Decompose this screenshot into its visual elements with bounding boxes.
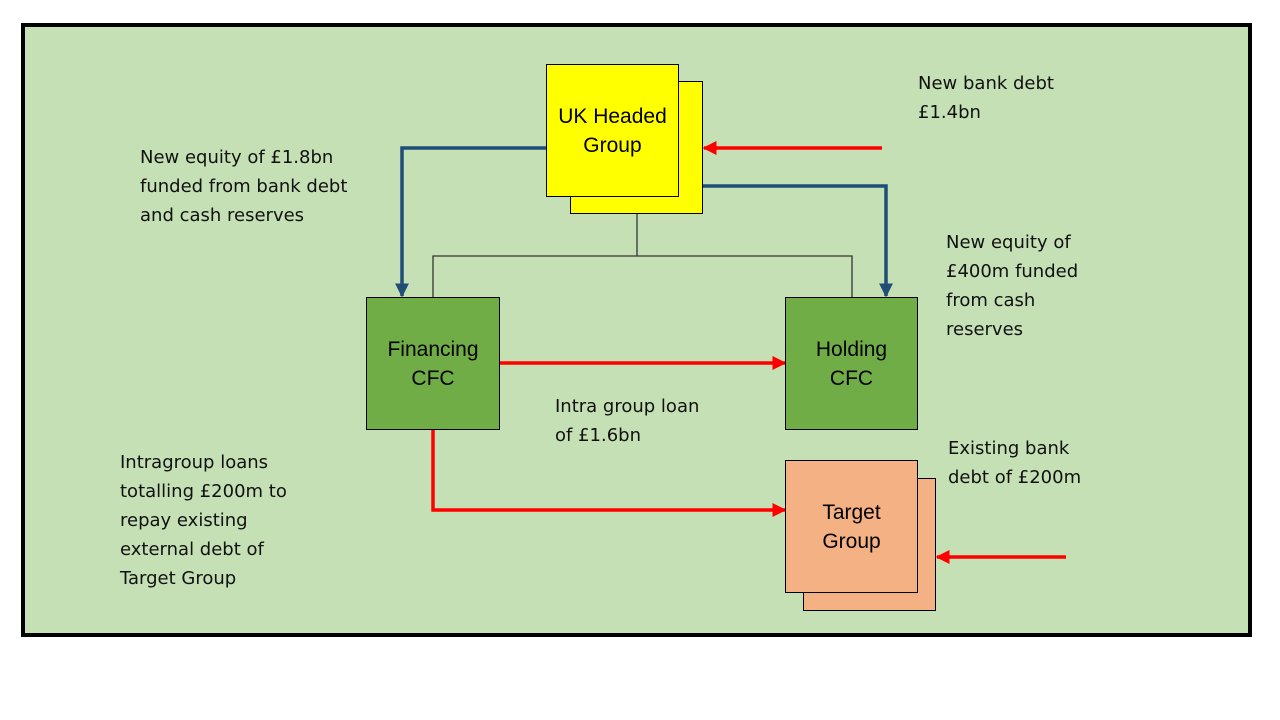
uk-headed-group-node[interactable]: UK Headed Group bbox=[546, 64, 679, 197]
holding-cfc-node[interactable]: Holding CFC bbox=[785, 297, 918, 430]
existing-bank-debt-label: Existing bank debt of £200m bbox=[948, 438, 1082, 488]
equity-holding-label: New equity of £400m funded from cash res… bbox=[946, 232, 1079, 340]
new-bank-debt-label: New bank debt £1.4bn bbox=[918, 73, 1054, 123]
equity-arrow-holding bbox=[703, 184, 893, 298]
ownership-line-financing bbox=[432, 255, 853, 297]
target-loan-arrow bbox=[431, 430, 787, 517]
financing-cfc-node[interactable]: Financing CFC bbox=[366, 297, 500, 430]
intra-group-loan-label: Intra group loan of £1.6bn bbox=[555, 396, 700, 446]
equity-arrow-financing bbox=[395, 146, 547, 298]
intragroup-loans-target-label: Intragroup loans totalling £200m to repa… bbox=[120, 452, 287, 589]
equity-financing-label: New equity of £1.8bn funded from bank de… bbox=[140, 147, 348, 226]
target-group-node[interactable]: Target Group bbox=[785, 460, 918, 593]
